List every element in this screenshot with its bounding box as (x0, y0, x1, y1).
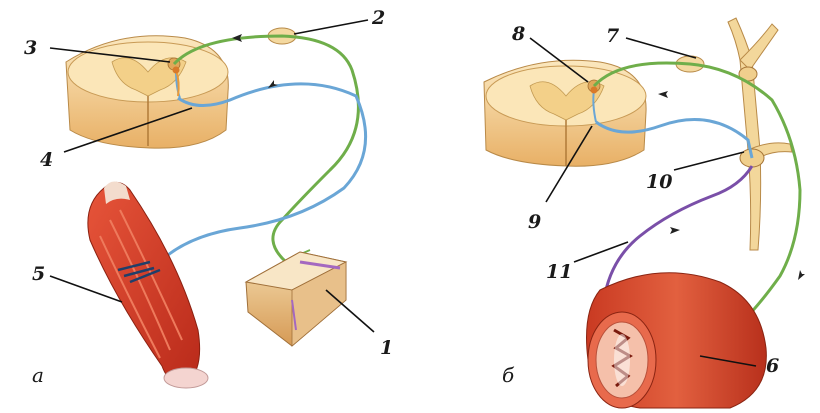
leader-2 (294, 20, 368, 34)
skin-receptor-block (246, 252, 346, 346)
autonomic-neuron-b (591, 87, 598, 94)
intestine-segment (587, 273, 767, 408)
panel-label-b: б (502, 363, 515, 387)
label-7: 7 (606, 25, 619, 47)
leader-7 (626, 38, 696, 58)
label-4: 4 (40, 149, 53, 171)
label-5: 5 (32, 263, 45, 285)
panel-label-a: а (32, 363, 44, 387)
interneuron-a (173, 67, 180, 74)
label-1: 1 (380, 337, 393, 359)
label-11: 11 (546, 261, 572, 283)
label-10: 10 (646, 171, 672, 193)
label-8: 8 (511, 23, 525, 45)
arrow-icon (658, 91, 668, 98)
arrow-icon (670, 227, 680, 234)
label-6: 6 (766, 355, 779, 377)
label-3: 3 (24, 37, 37, 59)
spinal-cord-segment-b (484, 60, 646, 166)
label-2: 2 (371, 7, 385, 29)
label-9: 9 (528, 211, 541, 233)
arrow-icon (798, 270, 805, 280)
panel-b: 8 7 9 10 11 6 б (484, 18, 805, 408)
leader-10 (674, 152, 744, 170)
skeletal-muscle (88, 181, 208, 388)
panel-a: 3 2 4 5 1 а (24, 7, 393, 388)
